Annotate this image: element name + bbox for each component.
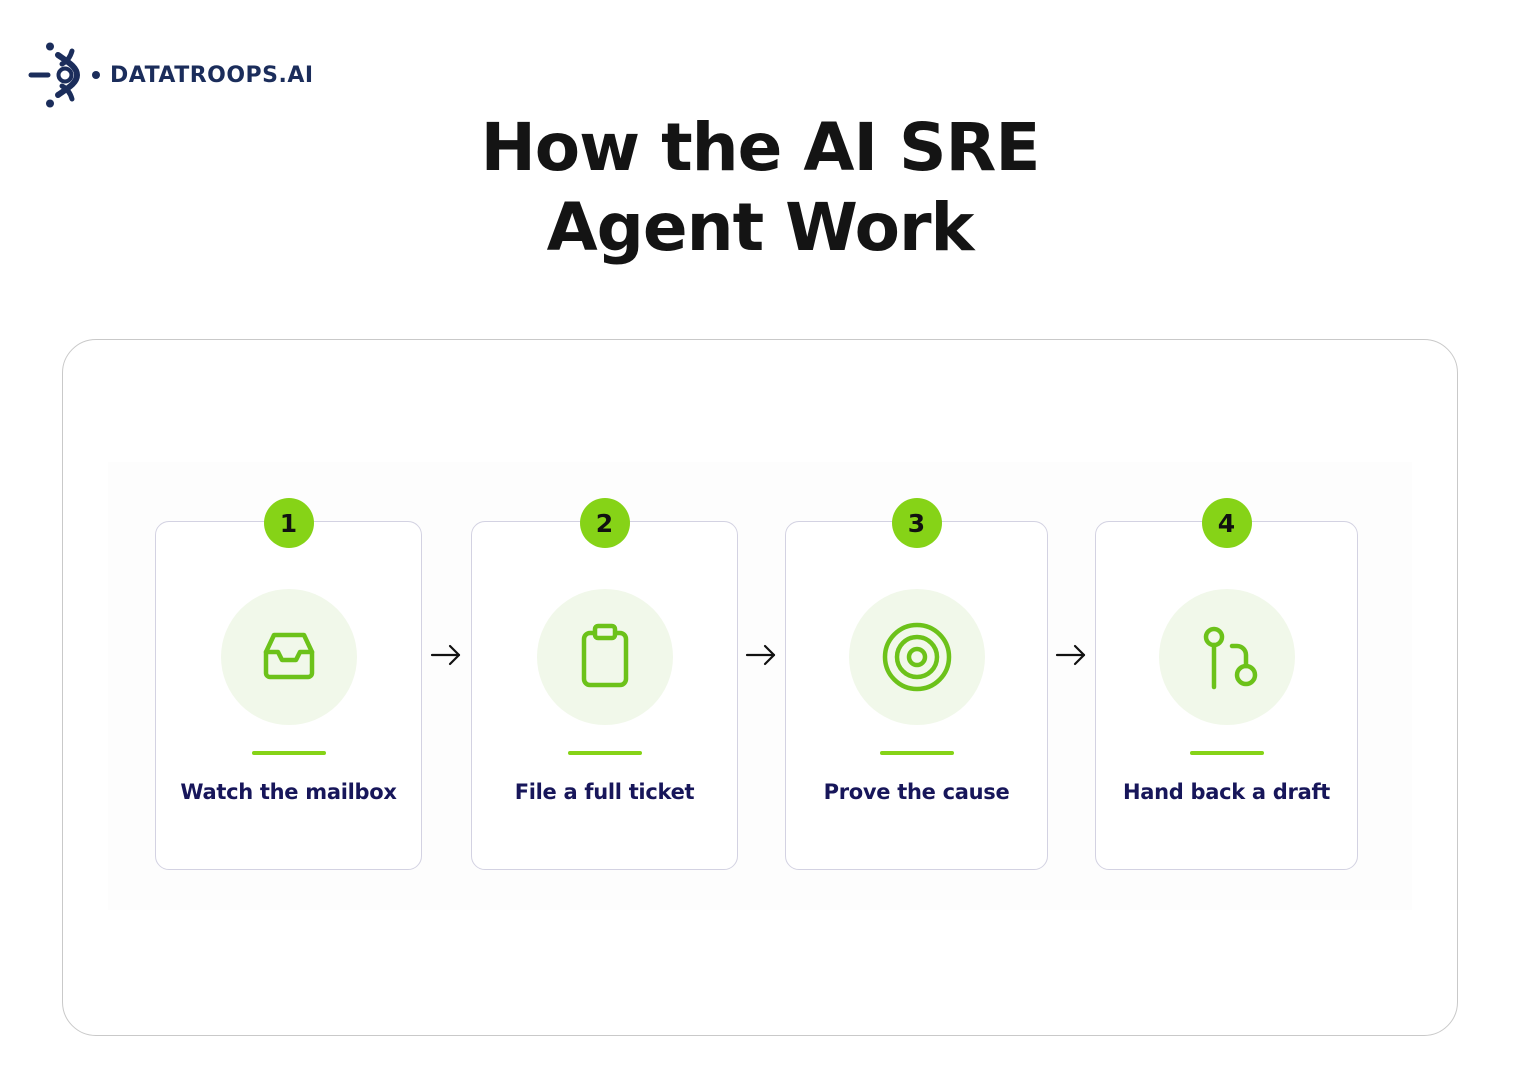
step-number-badge: 2: [579, 498, 630, 548]
title-line-1: How the AI SRE: [480, 109, 1041, 186]
step-divider: [251, 751, 326, 755]
step-divider: [567, 751, 642, 755]
brand: DATATROOPS.AI: [28, 42, 314, 108]
step-label: Watch the mailbox: [180, 780, 397, 804]
step-label: Hand back a draft: [1122, 780, 1331, 804]
datatroops-logo-icon: [28, 42, 100, 108]
page-title: How the AI SRE Agent Work: [0, 108, 1520, 268]
step-number-badge: 1: [263, 498, 314, 548]
git-pull-request-icon: [1203, 626, 1257, 690]
step-card-2: 2 File a full ticket: [471, 498, 738, 870]
step-icon-circle: [1158, 589, 1295, 725]
inbox-tray-icon: [263, 632, 314, 680]
brand-name: DATATROOPS.AI: [110, 62, 314, 88]
step-label: Prove the cause: [823, 780, 1010, 804]
step-number-badge: 4: [1201, 498, 1252, 548]
step-divider: [879, 751, 954, 755]
step-card-1: 1 Watch the mailbox: [155, 498, 422, 870]
step-icon-circle: [848, 589, 985, 725]
step-icon-circle: [220, 589, 357, 725]
clipboard-icon: [581, 623, 628, 688]
step-card-3: 3 Prove the cause: [785, 498, 1048, 870]
step-icon-circle: [536, 589, 673, 725]
step-number-badge: 3: [891, 498, 942, 548]
step-label: File a full ticket: [514, 780, 695, 804]
title-line-2: Agent Work: [546, 189, 975, 266]
step-card-4: 4 Hand back a draft: [1095, 498, 1358, 870]
target-icon: [882, 622, 951, 692]
step-divider: [1189, 751, 1264, 755]
arrow-right-icon: [430, 644, 461, 666]
arrow-right-icon: [1055, 644, 1086, 666]
arrow-right-icon: [745, 644, 776, 666]
